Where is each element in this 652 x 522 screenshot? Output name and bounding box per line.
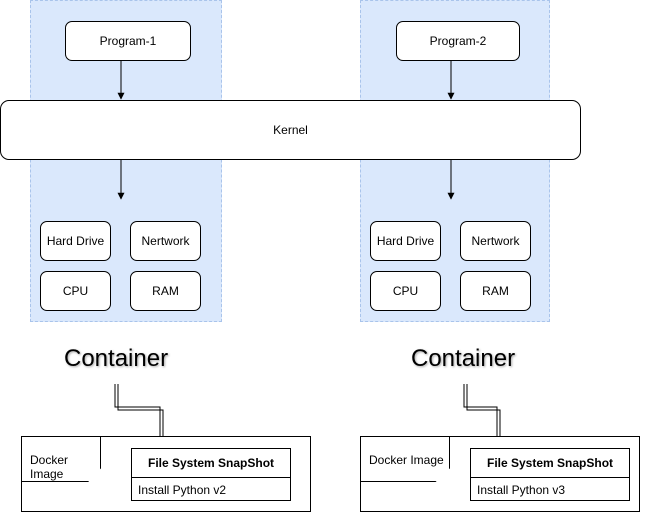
left-container-link bbox=[114, 384, 161, 448]
left-ram: RAM bbox=[130, 271, 201, 311]
right-ram: RAM bbox=[460, 271, 531, 311]
right-container-link bbox=[463, 384, 498, 448]
kernel-box: Kernel bbox=[0, 100, 581, 160]
left-container-title: Container bbox=[64, 345, 169, 372]
program-2-box: Program-2 bbox=[396, 21, 520, 61]
right-network: Nertwork bbox=[460, 221, 531, 261]
right-docker-image-label: Docker Image bbox=[360, 436, 450, 482]
right-container-link-inner bbox=[466, 384, 501, 448]
right-docker-image-text: Docker Image bbox=[369, 453, 444, 467]
right-cpu: CPU bbox=[370, 271, 441, 311]
left-container-link-inner bbox=[117, 384, 164, 448]
left-cpu: CPU bbox=[40, 271, 111, 311]
right-hard-drive: Hard Drive bbox=[370, 221, 441, 261]
left-docker-image-label: Docker Image bbox=[21, 436, 101, 482]
left-docker-image-text: Docker Image bbox=[30, 453, 69, 481]
right-container-title: Container bbox=[411, 345, 516, 372]
left-snapshot-box: File System SnapShot Install Python v2 bbox=[131, 448, 291, 501]
right-snapshot-item: Install Python v3 bbox=[477, 483, 566, 497]
left-network: Nertwork bbox=[130, 221, 201, 261]
left-hard-drive: Hard Drive bbox=[40, 221, 111, 261]
right-snapshot-title: File System SnapShot bbox=[471, 449, 629, 478]
program-1-box: Program-1 bbox=[65, 21, 191, 61]
left-snapshot-item: Install Python v2 bbox=[138, 483, 227, 497]
left-snapshot-title: File System SnapShot bbox=[132, 449, 290, 478]
right-snapshot-box: File System SnapShot Install Python v3 bbox=[470, 448, 630, 501]
